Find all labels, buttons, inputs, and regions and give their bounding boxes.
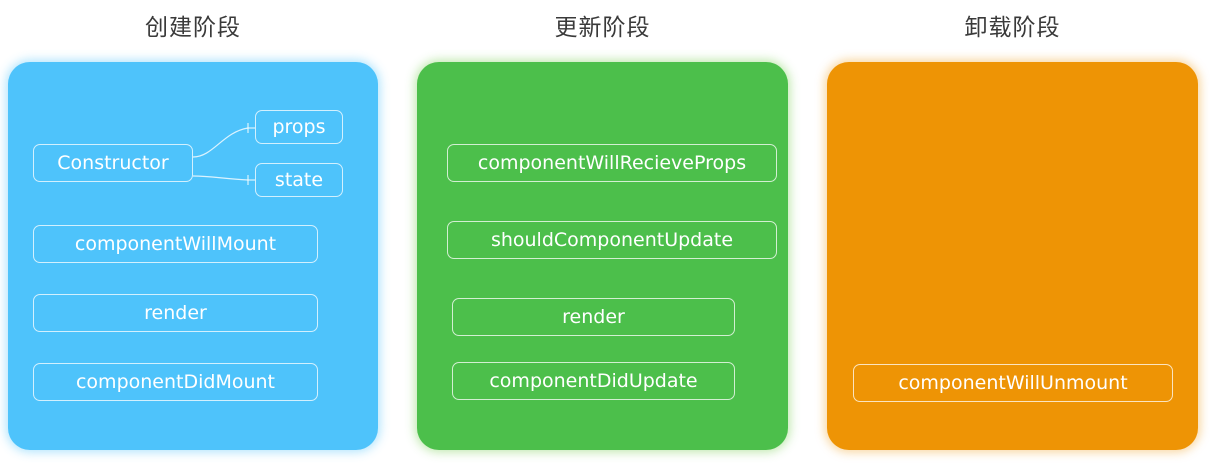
node-component-did-mount[interactable]: componentDidMount bbox=[33, 363, 318, 401]
node-constructor[interactable]: Constructor bbox=[33, 144, 193, 182]
node-component-will-mount[interactable]: componentWillMount bbox=[33, 225, 318, 263]
phase-panel-mount: Constructor props state componentWillMou… bbox=[8, 62, 378, 450]
phase-title-update: 更新阶段 bbox=[554, 15, 651, 41]
node-render-update[interactable]: render bbox=[452, 298, 735, 336]
phase-panel-update: componentWillRecieveProps shouldComponen… bbox=[417, 62, 788, 450]
phase-title-unmount: 卸载阶段 bbox=[964, 15, 1061, 41]
node-component-will-unmount[interactable]: componentWillUnmount bbox=[853, 364, 1173, 402]
node-render-mount[interactable]: render bbox=[33, 294, 318, 332]
node-component-did-update[interactable]: componentDidUpdate bbox=[452, 362, 735, 400]
node-should-component-update[interactable]: shouldComponentUpdate bbox=[447, 221, 777, 259]
phase-title-mount: 创建阶段 bbox=[145, 15, 241, 41]
node-state[interactable]: state bbox=[255, 163, 343, 197]
node-props[interactable]: props bbox=[255, 110, 343, 144]
node-component-will-recieve-props[interactable]: componentWillRecieveProps bbox=[447, 144, 777, 182]
phase-panel-unmount: componentWillUnmount bbox=[827, 62, 1198, 450]
